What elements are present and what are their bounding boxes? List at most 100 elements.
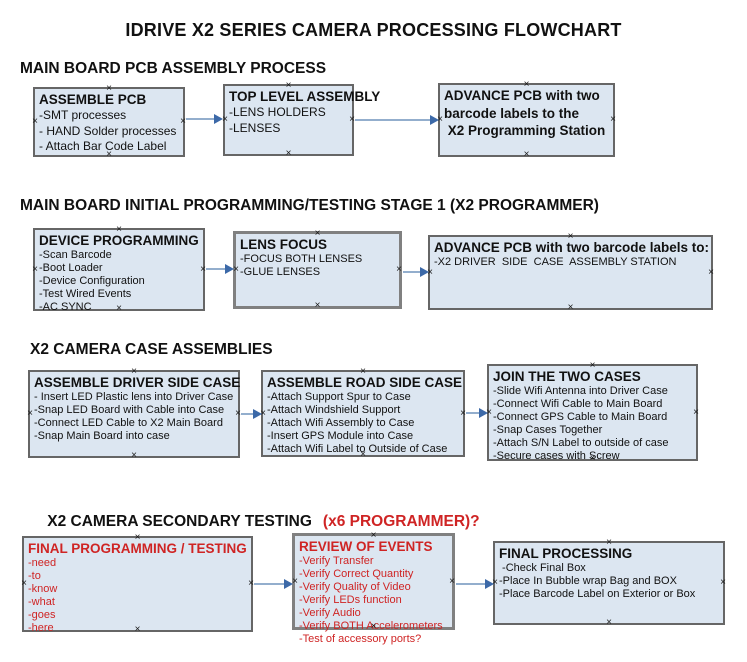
box-line: X2 Programming Station [444, 123, 606, 138]
box-lines: -Slide Wifi Antenna into Driver Case-Con… [493, 385, 696, 463]
box-line: -Scan Barcode [39, 249, 112, 261]
box-lines: ADVANCE PCB with two barcode labels to th… [444, 87, 613, 140]
box-title: FINAL PROGRAMMING / TESTING [28, 541, 247, 556]
box-line: -Attach Windshield Support [267, 404, 401, 416]
box-line: -LENSES [229, 120, 281, 135]
box-line: - Insert LED Plastic lens into Driver Ca… [34, 391, 234, 403]
box-line: - HAND Solder processes [39, 123, 177, 138]
flow-box-advance-pcb-programming-station: ADVANCE PCB with two barcode labels to th… [437, 80, 616, 160]
box-lines: -SMT processes- HAND Solder processes- A… [39, 108, 183, 155]
box-line: -Attach S/N Label to outside of case [493, 437, 669, 449]
box-line: -FOCUS BOTH LENSES [240, 253, 363, 265]
box-title: ADVANCE PCB with two barcode labels to: [434, 240, 710, 255]
page-title: IDRIVE X2 SERIES CAMERA PROCESSING FLOWC… [125, 20, 622, 40]
box-line: -LENS HOLDERS [229, 105, 326, 119]
box-line: -Connect Wifi Cable to Main Board [493, 398, 663, 410]
box-line: ADVANCE PCB with two [444, 88, 600, 103]
box-line: -what [28, 596, 55, 608]
box-title: FINAL PROCESSING [499, 546, 633, 561]
box-lines: -X2 DRIVER SIDE CASE ASSEMBLY STATION [434, 256, 711, 269]
box-line: -Boot Loader [39, 262, 103, 274]
box-title: TOP LEVEL ASSEMBLY [229, 89, 381, 104]
section-heading-initial-programming: MAIN BOARD INITIAL PROGRAMMING/TESTING S… [20, 197, 599, 214]
box-line: -Verify Transfer [299, 555, 374, 567]
box-line: -AC SYNC [39, 301, 92, 313]
connection-point-marker: × [314, 300, 321, 311]
box-line: -need [28, 557, 57, 569]
box-title: ASSEMBLE ROAD SIDE CASE [267, 375, 463, 390]
box-lines: -need-to-know-what-goes-here [28, 557, 251, 635]
box-line: -Device Configuration [39, 275, 145, 287]
box-line: -Slide Wifi Antenna into Driver Case [493, 385, 668, 397]
box-line: -SMT processes [39, 108, 127, 122]
box-line: -know [28, 583, 58, 595]
section-heading-secondary-testing-black: X2 CAMERA SECONDARY TESTING [47, 513, 312, 530]
flow-box-final-processing: FINAL PROCESSING -Check Final Box-Place … [492, 538, 726, 628]
connection-point-marker: × [523, 149, 530, 160]
box-line: -Attach Support Spur to Case [267, 391, 411, 403]
box-line: - Attach Bar Code Label [39, 139, 167, 153]
flow-box-review-of-events: REVIEW OF EVENTS -Verify Transfer-Verify… [292, 531, 455, 645]
box-line: -Snap Main Board into case [34, 430, 170, 442]
connection-point-marker: × [32, 116, 38, 127]
section-heading-secondary-testing-red: (x6 PROGRAMMER)? [322, 513, 480, 530]
box-title: ASSEMBLE PCB [39, 92, 147, 107]
box-lines: - Insert LED Plastic lens into Driver Ca… [34, 391, 238, 443]
box-line: -Verify BOTH Accelerometers [299, 620, 443, 632]
box-line: -Secure cases with Screw [493, 450, 620, 462]
box-line: -Verify Correct Quantity [299, 568, 414, 580]
section-heading-main-board-pcb: MAIN BOARD PCB ASSEMBLY PROCESS [20, 60, 327, 77]
box-line: -Verify Audio [299, 607, 361, 619]
connection-point-marker: × [708, 266, 714, 278]
flow-box-assemble-pcb: ASSEMBLE PCB -SMT processes- HAND Solder… [32, 84, 186, 160]
box-title: DEVICE PROGRAMMING [39, 233, 199, 248]
box-line: -Place In Bubble wrap Bag and BOX [499, 575, 677, 587]
box-line: -Attach Wifi Assembly to Case [267, 417, 415, 429]
flow-box-assemble-road-side-case: ASSEMBLE ROAD SIDE CASE -Attach Support … [260, 367, 466, 460]
box-line: -Insert GPS Module into Case [267, 430, 414, 442]
box-line: -Test Wired Events [39, 288, 132, 300]
connection-point-marker: × [606, 617, 612, 628]
section-heading-secondary-testing: X2 CAMERA SECONDARY TESTING (x6 PROGRAMME… [30, 495, 480, 549]
box-title: REVIEW OF EVENTS [299, 539, 433, 554]
flow-box-final-programming-testing: FINAL PROGRAMMING / TESTING -need-to-kno… [21, 533, 254, 635]
box-line: -GLUE LENSES [240, 266, 321, 278]
flow-box-join-the-two-cases: JOIN THE TWO CASES -Slide Wifi Antenna i… [486, 361, 699, 464]
connection-point-marker: × [27, 408, 33, 419]
box-lines: -Check Final Box-Place In Bubble wrap Ba… [499, 562, 723, 601]
flow-box-device-programming: DEVICE PROGRAMMING -Scan Barcode-Boot Lo… [32, 225, 206, 314]
box-line: -Snap Cases Together [493, 424, 603, 436]
connection-point-marker: × [285, 148, 292, 159]
flow-box-top-level-assembly: TOP LEVEL ASSEMBLY -LENS HOLDERS-LENSES … [222, 81, 381, 159]
box-line: -Test of accessory ports? [299, 633, 422, 645]
box-line: -Verify LEDs function [299, 594, 402, 606]
box-line: -goes [28, 609, 56, 621]
box-line: -Connect GPS Cable to Main Board [493, 411, 668, 423]
box-line: -to [28, 570, 41, 582]
connection-point-marker: × [21, 578, 27, 589]
box-lines: -Attach Support Spur to Case-Attach Wind… [267, 391, 463, 456]
box-title: LENS FOCUS [240, 237, 328, 252]
box-lines: -Scan Barcode-Boot Loader-Device Configu… [39, 249, 203, 314]
connection-point-marker: × [567, 302, 574, 313]
box-line: barcode labels to the [444, 105, 580, 121]
box-lines: -LENS HOLDERS-LENSES [229, 105, 352, 136]
box-lines: -Verify Transfer-Verify Correct Quantity… [299, 555, 452, 646]
box-title: JOIN THE TWO CASES [493, 369, 641, 384]
box-line: -X2 DRIVER SIDE CASE ASSEMBLY STATION [434, 256, 677, 268]
box-line: -here [28, 622, 54, 634]
connection-point-marker: × [131, 450, 137, 461]
flow-box-advance-pcb-driver-side-station: ADVANCE PCB with two barcode labels to: … [427, 232, 714, 313]
box-lines: -FOCUS BOTH LENSES-GLUE LENSES [240, 253, 399, 279]
box-line: -Verify Quality of Video [299, 581, 411, 593]
box-line: -Snap LED Board with Cable into Case [34, 404, 225, 416]
box-line: -Connect LED Cable to X2 Main Board [34, 417, 223, 429]
connection-point-marker: × [32, 263, 38, 275]
section-heading-case-assemblies: X2 CAMERA CASE ASSEMBLIES [30, 341, 273, 358]
flow-box-lens-focus: LENS FOCUS -FOCUS BOTH LENSES-GLUE LENSE… [233, 229, 402, 311]
box-line: -Place Barcode Label on Exterior or Box [499, 588, 696, 600]
box-line: -Attach Wifi Label to Outside of Case [267, 443, 448, 455]
box-title: ASSEMBLE DRIVER SIDE CASE [34, 375, 241, 390]
box-line: -Check Final Box [499, 562, 586, 574]
